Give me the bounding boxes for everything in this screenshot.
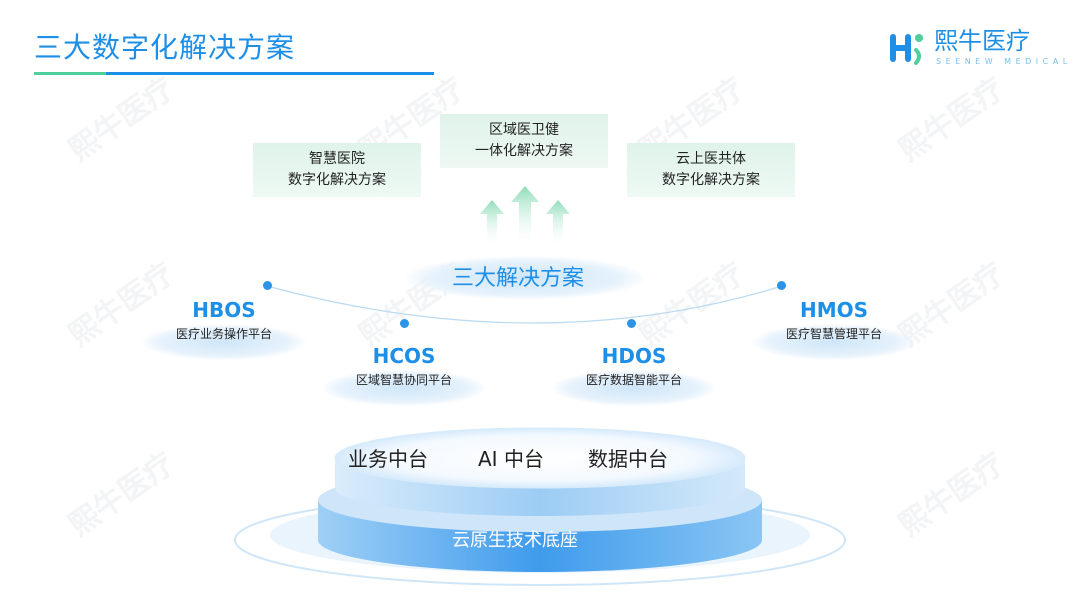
center-glow	[405, 256, 645, 300]
platform-hmos: HMOS 医疗智慧管理平台	[758, 298, 910, 342]
upward-arrows-icon	[480, 186, 570, 248]
platform-hcos: HCOS 区域智慧协同平台	[328, 344, 480, 388]
platform-name: HBOS	[192, 298, 256, 322]
platform-desc: 医疗数据智能平台	[585, 373, 682, 387]
platform-glow	[142, 324, 306, 360]
solution-line1: 云上医共体	[676, 151, 746, 167]
platform-glow	[322, 370, 486, 406]
platform-dot	[400, 319, 409, 328]
platform-dot	[777, 281, 786, 290]
solution-line1: 智慧医院	[309, 151, 365, 167]
brand-logo: 熙牛医疗 SEENEW MEDICAL	[886, 26, 1067, 70]
solution-card-cloud-medical: 云上医共体 数字化解决方案	[627, 143, 795, 197]
solution-card-smart-hospital: 智慧医院 数字化解决方案	[253, 143, 421, 197]
solution-line2: 数字化解决方案	[288, 172, 386, 188]
platform-name: HCOS	[372, 344, 436, 368]
logo-name-cn: 熙牛医疗	[934, 27, 1030, 55]
platform-hdos: HDOS 医疗数据智能平台	[558, 344, 710, 388]
page-title: 三大数字化解决方案	[34, 31, 296, 64]
tier-business: 业务中台	[348, 447, 428, 471]
logo-mark-icon	[890, 34, 923, 65]
platform-glow	[552, 370, 716, 406]
tier-data: 数据中台	[588, 447, 668, 471]
solution-line2: 一体化解决方案	[475, 143, 573, 159]
base-title: 云原生技术底座	[452, 530, 578, 551]
platform-desc: 医疗智慧管理平台	[785, 327, 882, 341]
center-title: 三大解决方案	[452, 266, 585, 291]
title-underline	[34, 72, 434, 75]
tier-ai: AI 中台	[478, 447, 544, 471]
solution-line2: 数字化解决方案	[662, 172, 760, 188]
platform-glow	[752, 324, 916, 360]
solution-line1: 区域医卫健	[489, 122, 559, 138]
platform-dot	[263, 281, 272, 290]
platform-name: HMOS	[799, 298, 869, 322]
platform-name: HDOS	[601, 344, 667, 368]
platform-desc: 医疗业务操作平台	[175, 327, 272, 341]
logo-name-en: SEENEW MEDICAL	[936, 57, 1072, 66]
platform-desc: 区域智慧协同平台	[355, 373, 452, 387]
solution-card-regional-health: 区域医卫健 一体化解决方案	[440, 114, 608, 168]
platform-hbos: HBOS 医疗业务操作平台	[148, 298, 300, 342]
platform-dot	[627, 319, 636, 328]
